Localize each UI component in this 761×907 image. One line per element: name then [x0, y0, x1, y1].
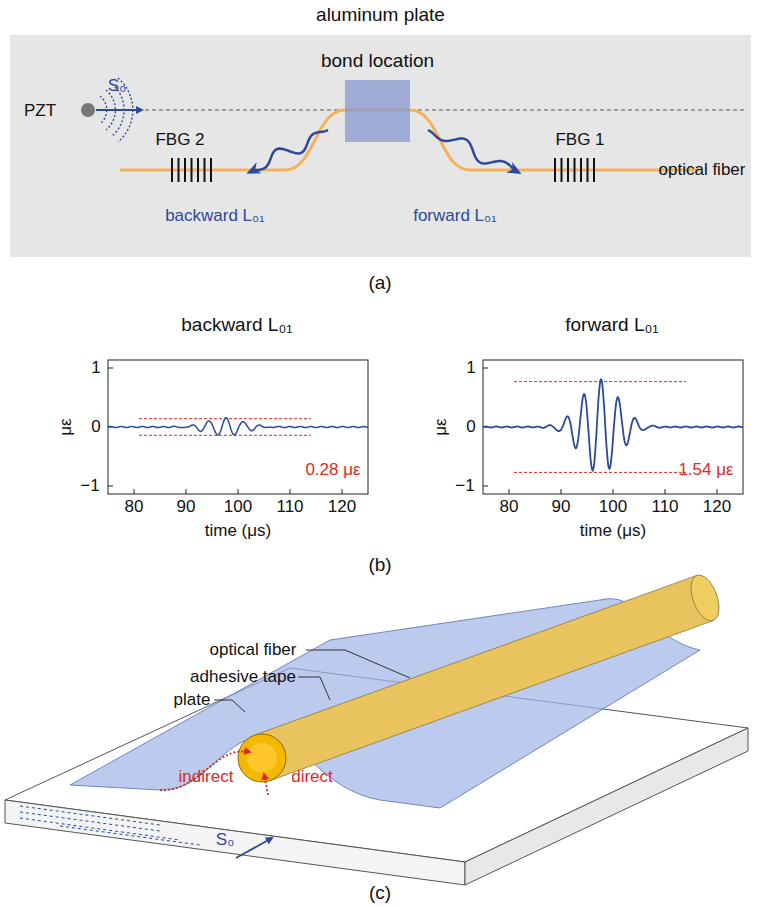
text-label: S₀	[216, 831, 234, 850]
text-label: 1.54 με	[678, 461, 733, 480]
bond-region: bond location	[345, 80, 410, 142]
direct-path	[264, 774, 268, 795]
text-label: 120	[328, 498, 356, 517]
text-label: time (μs)	[205, 522, 271, 541]
aluminum-plate	[10, 35, 751, 257]
backward-wave-arrow	[250, 130, 328, 172]
wave-label: backward L₀₁	[165, 207, 265, 226]
node-heading: bond location	[321, 50, 434, 72]
plot-left	[108, 360, 368, 494]
plot-title: forward L₀₁	[565, 315, 659, 336]
s0-arrow	[236, 838, 272, 858]
mode-label: S₀	[108, 77, 126, 96]
forward-wave-arrow	[428, 130, 518, 172]
text-label: −1	[455, 477, 474, 496]
pzt-disc	[81, 103, 95, 117]
wave-path	[96, 109, 745, 110]
sensor-label: FBG 1	[555, 131, 604, 150]
s0-arrow	[96, 109, 142, 111]
plot-title: backward L₀₁	[181, 315, 292, 336]
text-label: plate	[174, 691, 211, 710]
text-label: 90	[177, 498, 196, 517]
text-label: με	[57, 418, 76, 435]
text-label: 80	[500, 498, 519, 517]
indirect-path	[160, 751, 250, 790]
node-heading: aluminum plate	[316, 4, 445, 26]
text-label: time (μs)	[580, 522, 646, 541]
text-label: με	[432, 418, 451, 435]
text-label: 0	[466, 418, 475, 437]
fbg-grating	[172, 158, 594, 182]
text-label: 0	[91, 418, 100, 437]
plot-right	[483, 360, 743, 494]
plate-wavefronts	[20, 806, 200, 845]
text-label: adhesive tape	[190, 668, 296, 687]
text-label: (b)	[368, 555, 391, 576]
wave-label: forward L₀₁	[413, 207, 497, 226]
text-label: optical fiber	[210, 641, 297, 660]
text-label: direct	[291, 768, 333, 787]
text-label: 90	[552, 498, 571, 517]
fiber-label: optical fiber	[659, 161, 746, 180]
panel-label: (a)	[368, 273, 391, 294]
transducer-label: PZT	[24, 102, 56, 121]
text-label: 100	[224, 498, 252, 517]
text-label: 1	[466, 359, 475, 378]
text-label: −1	[80, 477, 99, 496]
text-label: (c)	[369, 883, 391, 904]
fiber-cylinder	[238, 571, 724, 782]
text-label: indirect	[179, 768, 234, 787]
text-label: 80	[125, 498, 144, 517]
text-label: 0.28 με	[305, 461, 360, 480]
bond-patch	[345, 80, 410, 142]
text-label: 100	[599, 498, 627, 517]
text-label: 1	[91, 359, 100, 378]
sensor-label: FBG 2	[155, 131, 204, 150]
text-label: 120	[703, 498, 731, 517]
text-label: 110	[651, 498, 678, 517]
plate-region: aluminum platebond location	[10, 35, 751, 257]
text-label: 110	[276, 498, 303, 517]
